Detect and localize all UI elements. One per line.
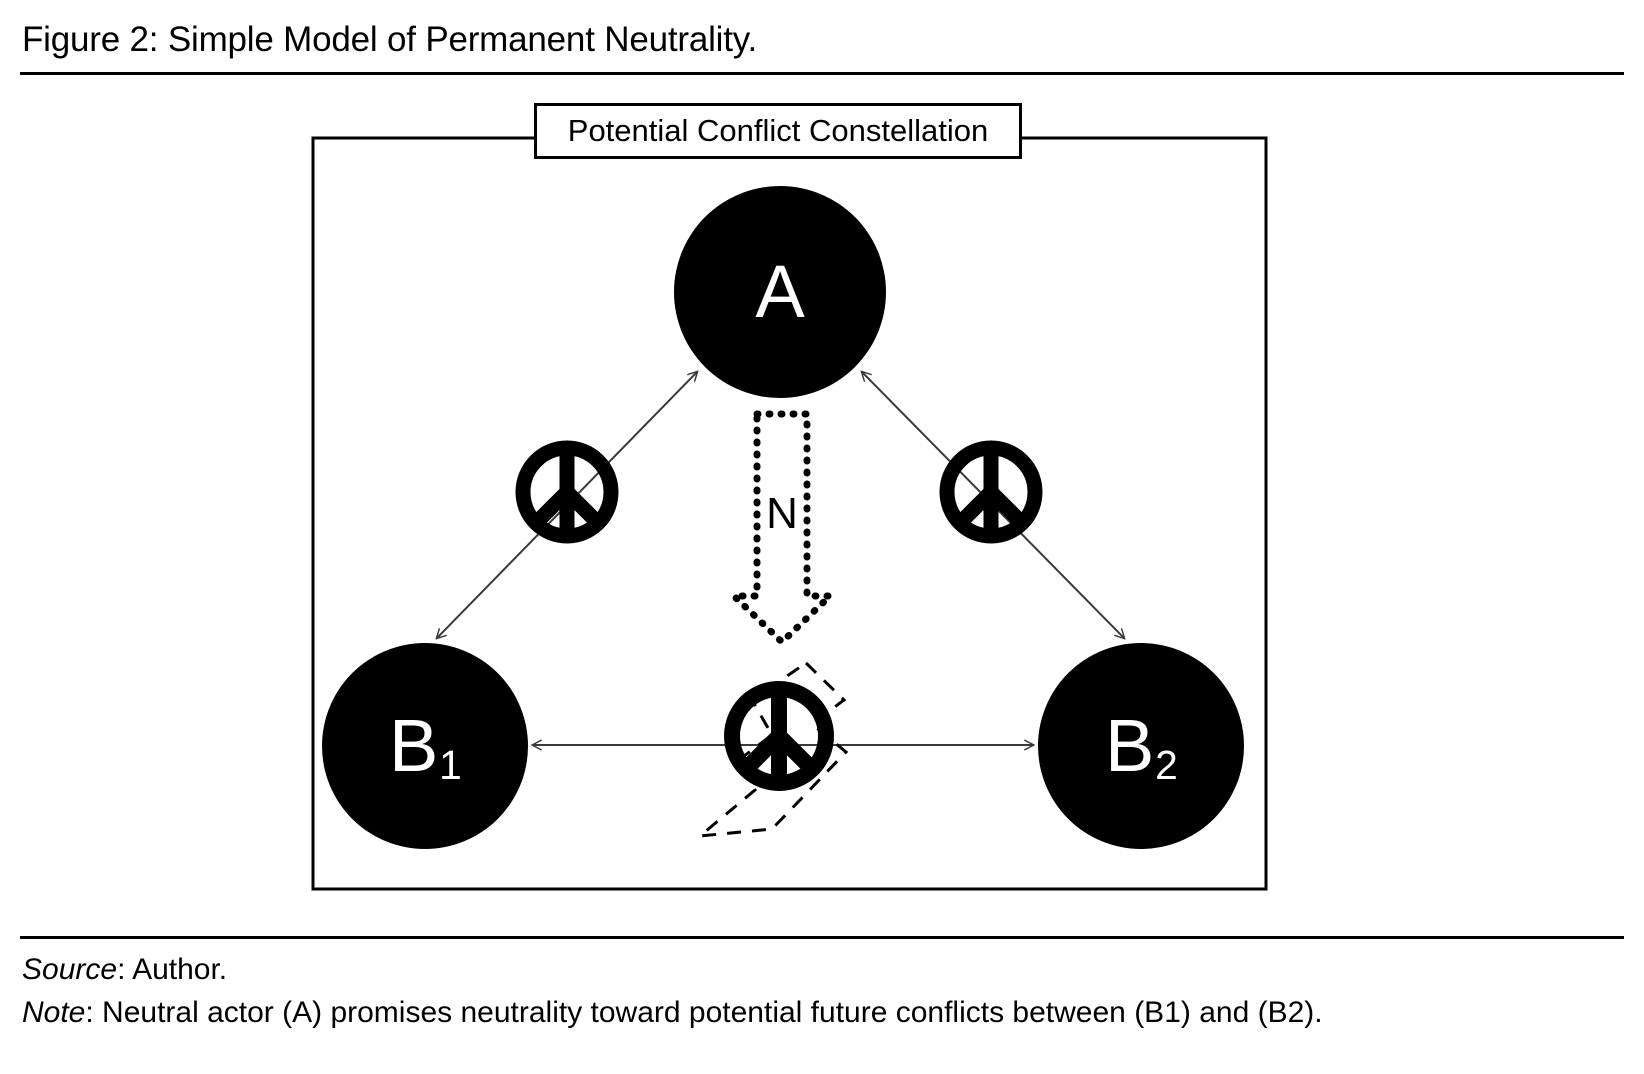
caption-source: Source: Author. bbox=[22, 950, 227, 990]
node-b1[interactable]: B1 bbox=[322, 643, 528, 849]
title-divider-rule bbox=[20, 72, 1624, 75]
caption-divider-rule bbox=[20, 936, 1624, 939]
caption-source-label: Source bbox=[22, 953, 118, 986]
node-b1-label: B1 bbox=[389, 709, 462, 786]
peace-symbol-icon-left bbox=[515, 440, 619, 544]
caption-source-text: : Author. bbox=[117, 953, 228, 986]
neutrality-arrow-label: N bbox=[766, 489, 798, 538]
node-b2-label: B2 bbox=[1105, 709, 1178, 786]
dotted-down-block-arrow-icon bbox=[725, 410, 839, 647]
node-b1-subscript: 1 bbox=[439, 742, 462, 789]
node-b2-subscript: 2 bbox=[1155, 742, 1178, 789]
figure-title: Figure 2: Simple Model of Permanent Neut… bbox=[22, 20, 757, 59]
node-a[interactable]: A bbox=[674, 186, 886, 398]
node-b2[interactable]: B2 bbox=[1038, 643, 1244, 849]
caption-note-text: : Neutral actor (A) promises neutrality … bbox=[85, 996, 1323, 1029]
node-b2-letter: B bbox=[1105, 704, 1155, 787]
caption-note: Note: Neutral actor (A) promises neutral… bbox=[22, 993, 1323, 1033]
caption-note-label: Note bbox=[22, 996, 86, 1029]
conflict-constellation-label: Potential Conflict Constellation bbox=[534, 103, 1022, 159]
node-a-label: A bbox=[755, 250, 805, 333]
peace-symbol-icon-right bbox=[939, 440, 1043, 544]
peace-symbol-icon-center bbox=[724, 681, 834, 791]
node-b1-letter: B bbox=[389, 704, 439, 787]
